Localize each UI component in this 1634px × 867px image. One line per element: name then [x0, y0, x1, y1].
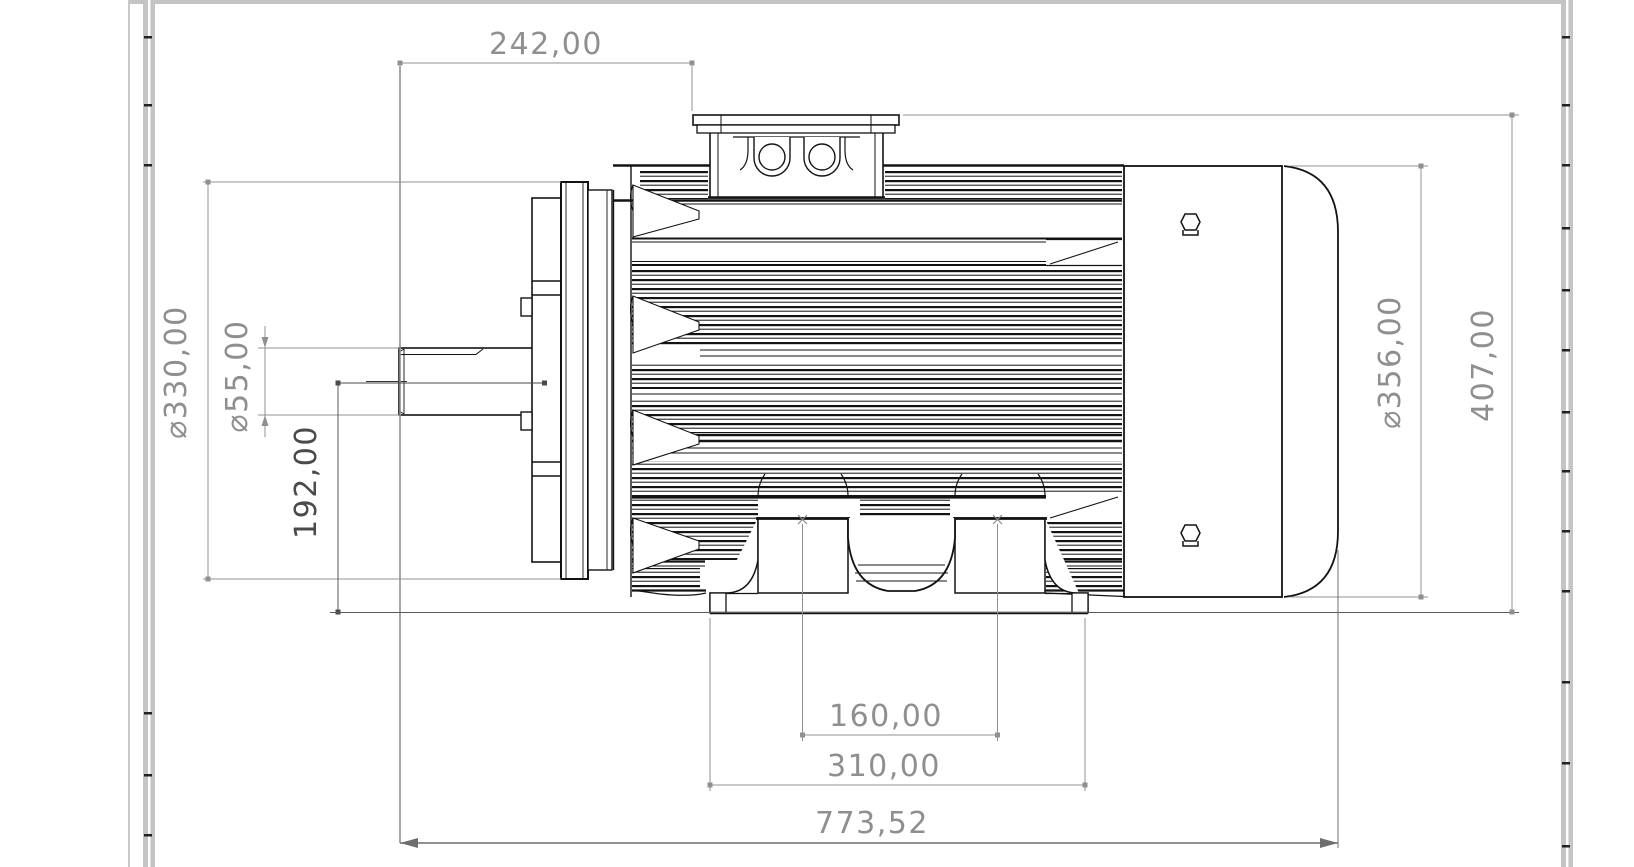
dim-label-192: 192,00 [289, 425, 324, 539]
motor-shaft [366, 347, 534, 416]
dimension-242 [397, 60, 695, 111]
foot-hole-center-mark [797, 514, 808, 525]
foot-hole-center-mark [992, 514, 1003, 525]
dimension-160 [797, 514, 1003, 741]
dim-label-773: 773,52 [815, 806, 929, 841]
fan-cover [1123, 165, 1339, 598]
dim-label-356: ⌀356,00 [1373, 295, 1408, 429]
dim-label-55: ⌀55,00 [220, 320, 255, 433]
cover-bolt-bottom [1180, 524, 1201, 547]
dim-label-310: 310,00 [827, 749, 941, 784]
end-cap [1283, 165, 1339, 598]
mounting-flange [560, 181, 613, 580]
dim-label-330: ⌀330,00 [159, 305, 194, 439]
dimensions [203, 60, 1519, 848]
dim-label-160: 160,00 [829, 699, 943, 734]
dimension-773 [400, 550, 1339, 848]
dimension-310 [707, 618, 1088, 791]
dim-label-242: 242,00 [489, 27, 603, 62]
cover-bolt-top [1180, 213, 1201, 236]
dim-label-407: 407,00 [1466, 308, 1501, 422]
dimension-192 [330, 380, 1519, 615]
motor-geometry [366, 114, 1339, 615]
bearing-housing [520, 197, 562, 563]
sheet-border [128, 0, 1573, 867]
dimension-330 [203, 179, 561, 582]
dimension-labels: 242,00 ⌀330,00 ⌀55,00 192,00 ⌀356,00 407… [159, 27, 1501, 841]
terminal-box [692, 114, 900, 199]
dimension-407 [903, 112, 1519, 615]
dimension-55 [258, 326, 399, 437]
fin-taper-wedges [629, 184, 700, 574]
rear-fin-tapers [1046, 238, 1122, 520]
zone-ticks [144, 36, 1570, 848]
dimension-356 [1290, 163, 1428, 600]
